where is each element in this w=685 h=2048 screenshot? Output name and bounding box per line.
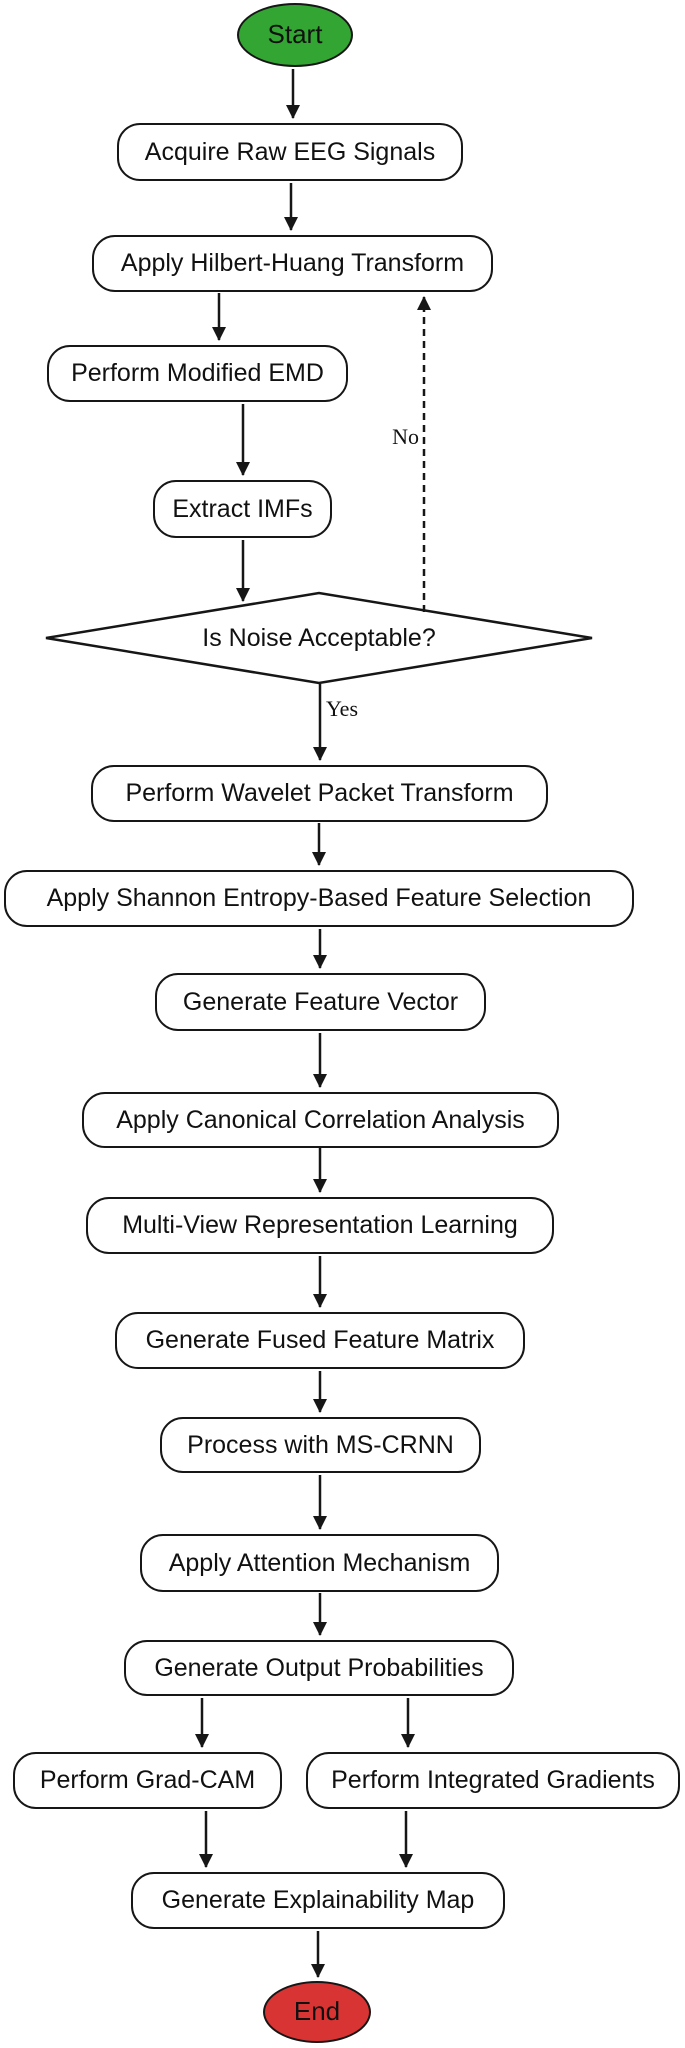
edge-label-no: No: [392, 424, 419, 449]
node-end-label: End: [293, 1996, 341, 2027]
node-gradcam-label: Perform Grad-CAM: [39, 1766, 256, 1795]
node-canonical-correlation-analysis: Apply Canonical Correlation Analysis: [82, 1092, 559, 1148]
node-noise-label: Is Noise Acceptable?: [202, 623, 436, 652]
node-acquire-raw-eeg: Acquire Raw EEG Signals: [117, 123, 463, 181]
node-cca-label: Apply Canonical Correlation Analysis: [116, 1105, 525, 1134]
node-intgrad-label: Perform Integrated Gradients: [331, 1766, 655, 1795]
node-start: Start: [237, 3, 353, 67]
node-gem-label: Generate Explainability Map: [161, 1886, 475, 1915]
node-shannon-label: Apply Shannon Entropy-Based Feature Sele…: [46, 884, 592, 913]
node-grad-cam: Perform Grad-CAM: [13, 1752, 282, 1809]
node-integrated-gradients: Perform Integrated Gradients: [306, 1752, 680, 1809]
node-wpt-label: Perform Wavelet Packet Transform: [125, 779, 514, 808]
node-mvrl-label: Multi-View Representation Learning: [122, 1211, 518, 1240]
node-start-label: Start: [267, 19, 323, 50]
node-hilbert-huang-transform: Apply Hilbert-Huang Transform: [92, 235, 493, 292]
node-explainability-map: Generate Explainability Map: [131, 1872, 505, 1929]
node-shannon-entropy-selection: Apply Shannon Entropy-Based Feature Sele…: [4, 870, 634, 927]
node-hilbert-label: Apply Hilbert-Huang Transform: [120, 249, 465, 278]
node-mscrnn-label: Process with MS-CRNN: [187, 1430, 454, 1459]
edge-label-yes: Yes: [326, 696, 359, 721]
node-attention-mechanism: Apply Attention Mechanism: [140, 1534, 499, 1592]
node-emd-label: Perform Modified EMD: [71, 359, 324, 388]
node-acquire-label: Acquire Raw EEG Signals: [144, 137, 436, 166]
node-modified-emd: Perform Modified EMD: [47, 345, 348, 402]
node-extract-imfs: Extract IMFs: [153, 480, 332, 538]
node-attention-label: Apply Attention Mechanism: [168, 1548, 471, 1577]
node-gffm-label: Generate Fused Feature Matrix: [145, 1326, 495, 1355]
node-generate-feature-vector: Generate Feature Vector: [155, 973, 486, 1031]
node-multiview-representation-learning: Multi-View Representation Learning: [86, 1197, 554, 1254]
node-ms-crnn: Process with MS-CRNN: [160, 1417, 481, 1473]
node-imfs-label: Extract IMFs: [172, 494, 313, 523]
node-end: End: [263, 1981, 371, 2043]
node-noise-decision: Is Noise Acceptable?: [119, 610, 519, 666]
node-output-probabilities: Generate Output Probabilities: [124, 1640, 514, 1696]
node-gfv-label: Generate Feature Vector: [182, 987, 459, 1016]
node-fused-feature-matrix: Generate Fused Feature Matrix: [115, 1312, 525, 1369]
node-gop-label: Generate Output Probabilities: [154, 1653, 484, 1682]
decision-diamond-shape: [45, 591, 593, 685]
node-wavelet-packet-transform: Perform Wavelet Packet Transform: [91, 765, 548, 822]
